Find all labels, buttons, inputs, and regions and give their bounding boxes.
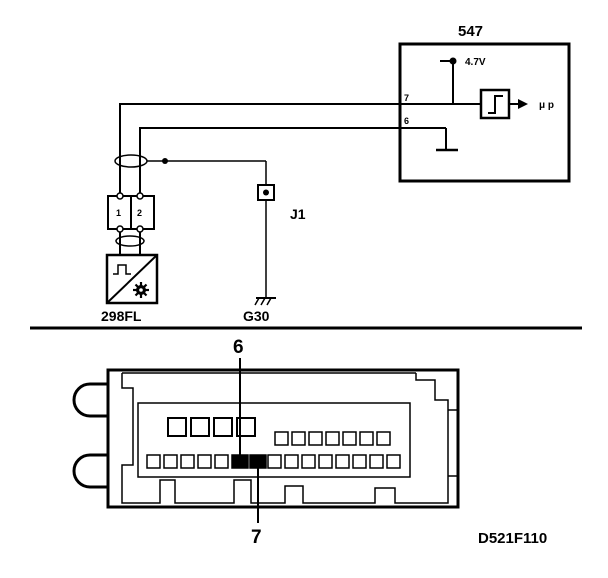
- ecu-box: [398, 42, 571, 183]
- sensor-label: 298FL: [101, 308, 142, 324]
- sensor-box: [105, 253, 159, 305]
- ecu-547: 547 4.7V μ p 7 6: [398, 23, 571, 183]
- junction-j1: J1: [257, 184, 306, 222]
- plug-pin-7-label: 7: [251, 527, 262, 548]
- wires: [114, 103, 481, 298]
- connector-pin-1-label: 1: [116, 208, 121, 218]
- plug-outer-shell: [106, 368, 460, 509]
- junction-box: [257, 184, 275, 201]
- figure-code: D521F110: [478, 530, 547, 547]
- plug-pin-6-label: 6: [233, 337, 244, 358]
- pulse-icon: [113, 264, 131, 275]
- ecu-pin-6-label: 6: [404, 116, 409, 126]
- connector: 1 2: [107, 192, 155, 255]
- plug-inner-recess: [137, 402, 411, 478]
- supply-voltage-label: 4.7V: [465, 57, 486, 68]
- microprocessor-label: μ p: [539, 100, 554, 111]
- ground-g30: G30: [243, 297, 276, 324]
- ecu-pin-7-label: 7: [404, 93, 409, 103]
- plug-pin-7: [249, 454, 267, 469]
- connector-plug: 6 7: [72, 337, 460, 548]
- ground-label: G30: [243, 308, 270, 324]
- sensor-298fl: 298FL: [101, 253, 159, 324]
- supply-node: [449, 57, 457, 65]
- arrow-icon: [518, 99, 528, 109]
- gear-icon: [133, 282, 149, 298]
- ecu-label: 547: [458, 23, 483, 40]
- junction-label: J1: [290, 206, 306, 222]
- plug-pin-6: [231, 454, 249, 469]
- connector-pin-2-label: 2: [137, 208, 142, 218]
